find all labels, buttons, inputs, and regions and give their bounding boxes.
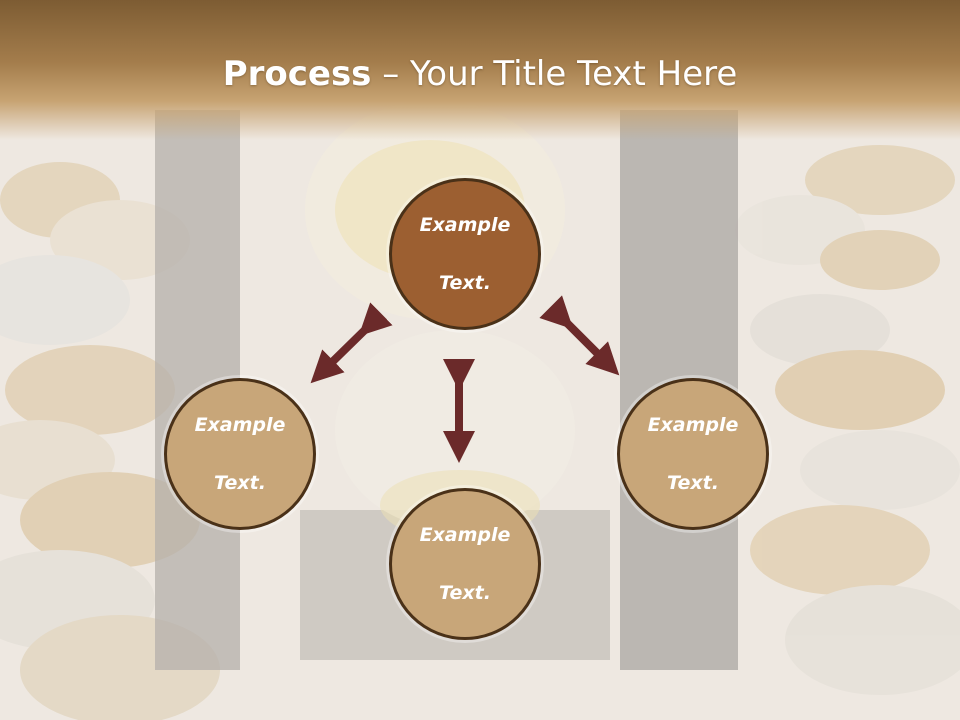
title-bold: Process: [222, 54, 372, 94]
arrow-top-right: [539, 295, 620, 376]
node-top-line2: Text.: [439, 271, 491, 294]
title-bar: [0, 0, 960, 140]
arrow-top-left: [310, 302, 393, 384]
node-bottom-line2: Text.: [439, 581, 491, 604]
node-top-line1: Example: [419, 213, 511, 236]
slide-title: Process – Your Title Text Here: [0, 52, 960, 96]
node-right-line2: Text.: [667, 471, 719, 494]
node-left-line1: Example: [194, 413, 286, 436]
node-right-line1: Example: [647, 413, 739, 436]
title-rest: – Your Title Text Here: [371, 54, 738, 94]
node-left-line2: Text.: [214, 471, 266, 494]
node-bottom-line1: Example: [419, 523, 511, 546]
